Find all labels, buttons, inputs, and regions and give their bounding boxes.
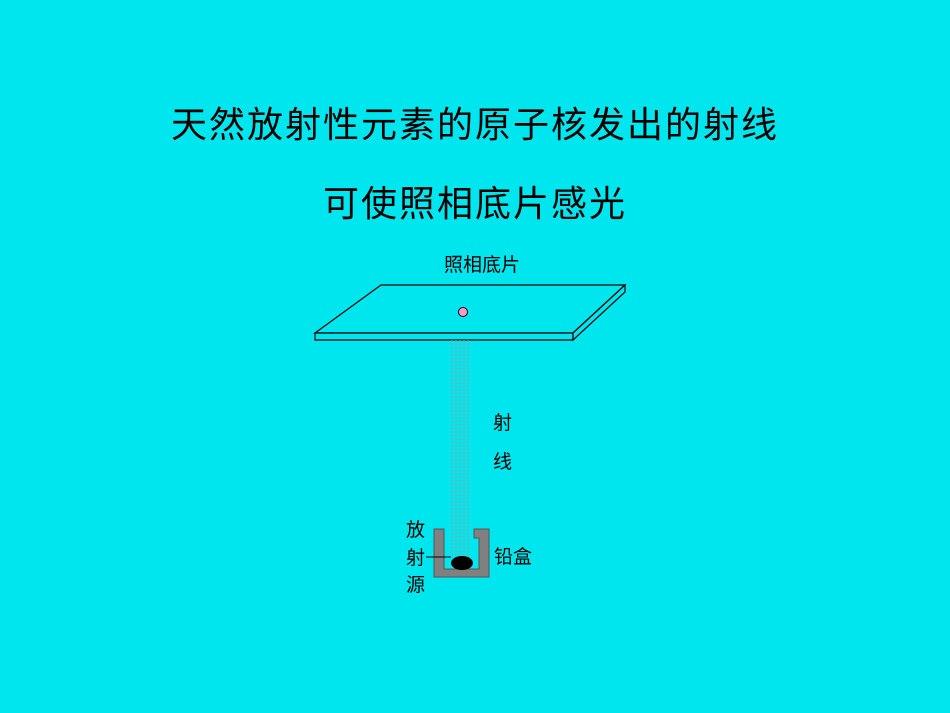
- lead-box-shape: [433, 528, 490, 578]
- radioactive-source: [426, 556, 473, 570]
- lead-box: [433, 528, 490, 578]
- source-label-char: 射: [406, 547, 426, 569]
- film-top-face: [313, 284, 627, 334]
- lead-box-label: 铅盒: [494, 546, 533, 568]
- source-label-char: 源: [406, 574, 426, 596]
- title-line-2: 可使照相底片感光: [322, 184, 627, 225]
- exposure-spot: [458, 307, 468, 317]
- rays: [451, 340, 469, 556]
- ray-label-char: 线: [493, 451, 513, 473]
- source-blob: [451, 556, 473, 570]
- photographic-film: [313, 283, 627, 342]
- title-line-1: 天然放射性元素的原子核发出的射线: [170, 105, 779, 146]
- film-side-face: [572, 283, 626, 342]
- ray-label-char: 射: [493, 412, 513, 434]
- film-front-face: [314, 332, 574, 341]
- film-label: 照相底片: [444, 254, 521, 276]
- source-label-char: 放: [406, 519, 426, 541]
